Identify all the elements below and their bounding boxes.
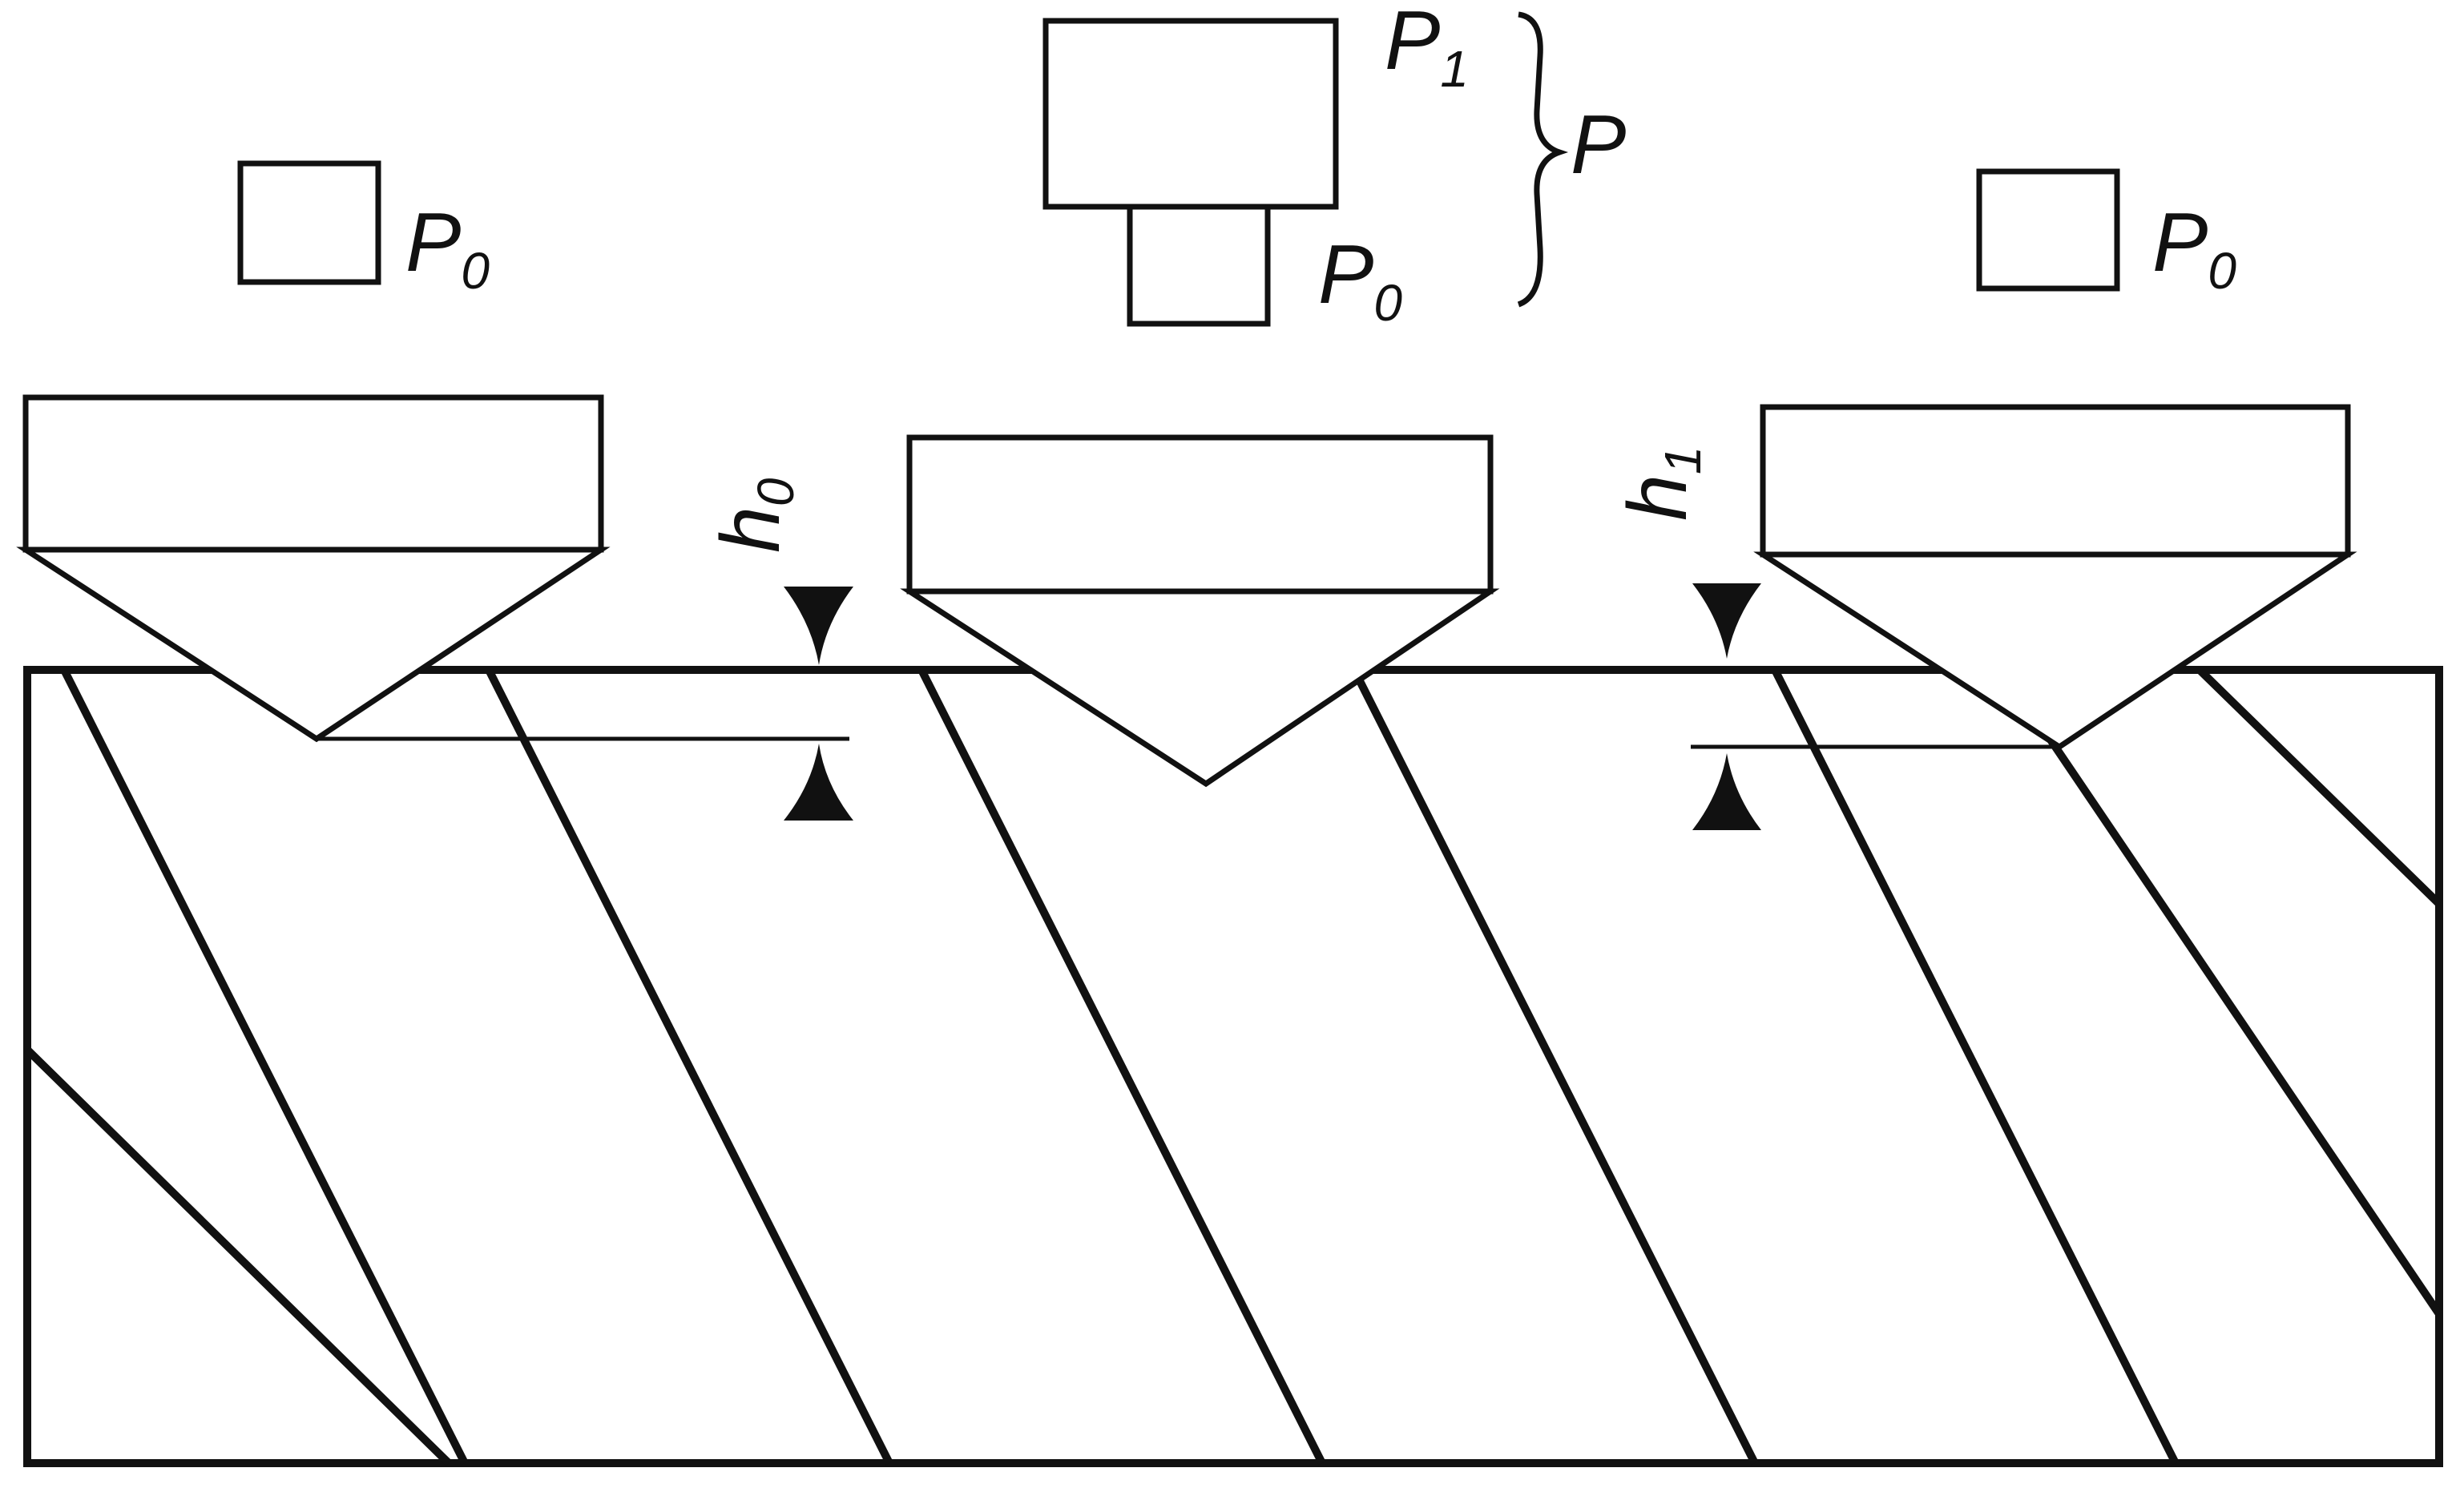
weight-preload bbox=[1127, 204, 1271, 327]
load-preload-label: P0 bbox=[1318, 228, 1402, 332]
depth1-label: h1 bbox=[1611, 446, 1712, 521]
depth0-arrow-up bbox=[784, 744, 853, 821]
depth1-arrow-down bbox=[1692, 583, 1761, 659]
weight-main bbox=[1042, 18, 1339, 210]
load-main-label: P1 bbox=[1385, 0, 1469, 98]
load-left: P0 bbox=[237, 160, 490, 300]
hatch-line bbox=[1771, 667, 2180, 1466]
indenter-tip-center bbox=[900, 588, 1500, 788]
indenter-head-left bbox=[22, 394, 604, 553]
indenter-tip-right bbox=[1753, 551, 2357, 751]
specimen-hatching bbox=[24, 667, 2443, 1466]
weight-right bbox=[1976, 168, 2120, 292]
depth-reference-lines bbox=[317, 736, 2059, 749]
depth1-arrow-up bbox=[1692, 753, 1761, 830]
indenter-head-center bbox=[906, 434, 1494, 595]
hatch-line bbox=[1999, 667, 2443, 1317]
indenter-head-right bbox=[1760, 404, 2351, 558]
hatch-line bbox=[24, 1046, 452, 1466]
weight-left bbox=[237, 160, 381, 285]
depth1-dimension: h1 bbox=[1611, 446, 1761, 830]
hatch-line bbox=[2196, 667, 2442, 907]
hatch-line bbox=[917, 667, 1326, 1466]
total-load-brace bbox=[1517, 11, 1569, 308]
depth0-dimension: h0 bbox=[704, 478, 853, 821]
specimen bbox=[23, 666, 2443, 1467]
depth0-label: h0 bbox=[704, 478, 805, 553]
specimen-outline bbox=[23, 666, 2443, 1467]
depth0-arrow-down bbox=[784, 587, 853, 665]
indenter-center bbox=[900, 434, 1500, 788]
load-right: P0 bbox=[1976, 168, 2236, 300]
hatch-line bbox=[60, 667, 469, 1466]
indenter-left bbox=[16, 394, 611, 743]
indenter-right bbox=[1753, 404, 2357, 751]
load-right-label: P0 bbox=[2152, 196, 2236, 300]
indenter-tip-left bbox=[16, 546, 611, 743]
hatch-line bbox=[485, 667, 893, 1466]
load-center: P1 P0 P bbox=[1042, 0, 1626, 332]
load-left-label: P0 bbox=[405, 196, 490, 300]
hatch-line bbox=[1350, 667, 1759, 1466]
total-load-label: P bbox=[1571, 99, 1626, 192]
